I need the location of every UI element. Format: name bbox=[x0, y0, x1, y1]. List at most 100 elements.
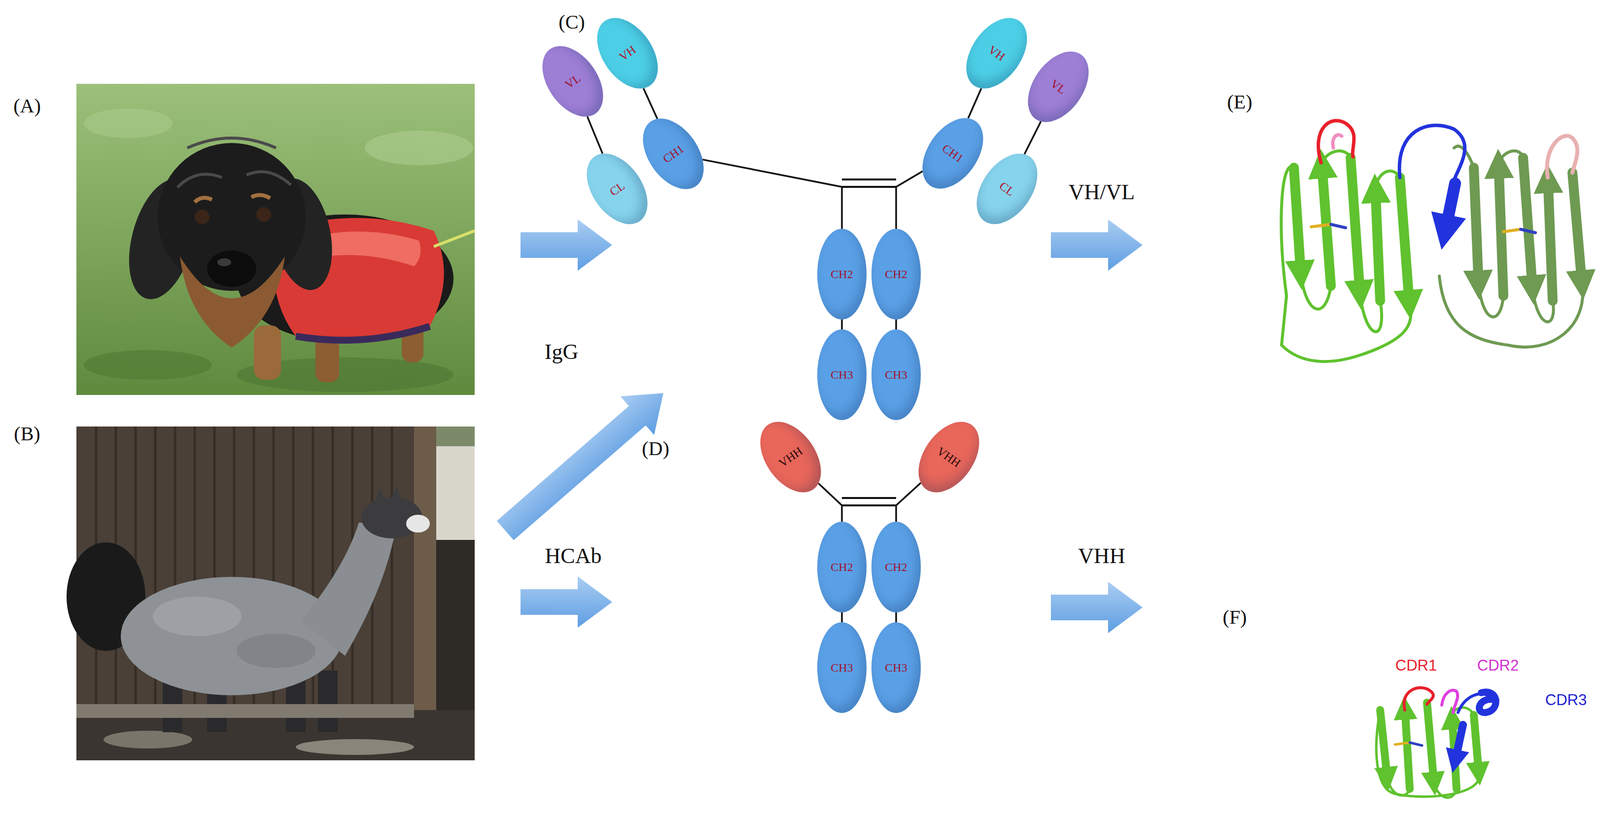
protein-ribbon bbox=[1394, 742, 1410, 745]
domain-label: CH3 bbox=[830, 661, 853, 674]
connector-line bbox=[840, 319, 843, 330]
panel-label: (E) bbox=[1226, 91, 1253, 113]
alpaca-photo bbox=[120, 576, 343, 696]
protein-ribbon bbox=[1330, 224, 1346, 228]
panel-label: (F) bbox=[1222, 606, 1248, 628]
cdr-label: CDR1 bbox=[1395, 657, 1437, 674]
alpaca-photo bbox=[406, 514, 430, 533]
panel-label: (A) bbox=[13, 95, 41, 117]
domain-label: CH2 bbox=[884, 560, 907, 573]
domain-label: VH bbox=[986, 43, 1008, 64]
dog-photo bbox=[433, 230, 475, 247]
protein-ribbon bbox=[1456, 724, 1463, 755]
dog-photo bbox=[194, 209, 210, 225]
panel-label: (D) bbox=[641, 437, 670, 460]
alpaca-photo bbox=[300, 522, 397, 656]
protein-ribbon bbox=[1546, 136, 1578, 178]
domain-ellipse: CH3 bbox=[817, 622, 867, 713]
alpaca-photo bbox=[76, 703, 415, 718]
domain-label: CH1 bbox=[660, 142, 687, 166]
protein-ribbon bbox=[1473, 714, 1479, 767]
domain-ellipse: CH3 bbox=[817, 329, 867, 420]
protein-ribbon bbox=[1473, 157, 1582, 301]
domain-ellipse: CH2 bbox=[817, 521, 867, 613]
block-arrow bbox=[488, 219, 1143, 633]
cdr-label: CDR2 bbox=[1477, 657, 1519, 674]
protein-ribbon bbox=[1311, 224, 1331, 227]
hinge-bar bbox=[841, 178, 897, 181]
protein-ribbon bbox=[1380, 709, 1387, 772]
protein-ribbon bbox=[1293, 167, 1301, 267]
protein-ribbon bbox=[1409, 742, 1423, 746]
protein-ribbon bbox=[1548, 187, 1553, 301]
protein-ribbon bbox=[1447, 183, 1456, 222]
dog-photo bbox=[256, 207, 272, 222]
connector-line bbox=[968, 88, 982, 119]
protein-ribbon bbox=[1403, 687, 1433, 710]
domain-label: VHH bbox=[776, 444, 805, 469]
alpaca-photo bbox=[295, 738, 415, 755]
protein-ribbon bbox=[1375, 197, 1381, 301]
protein-ribbon bbox=[1405, 714, 1410, 789]
dog-photo bbox=[76, 83, 475, 395]
domain-label: CH2 bbox=[884, 268, 907, 280]
protein-ribbon bbox=[1318, 120, 1355, 163]
alpaca-photo bbox=[66, 426, 475, 761]
protein-ribbon bbox=[1426, 702, 1434, 777]
domain-label: CL bbox=[997, 179, 1017, 198]
alpaca-photo bbox=[436, 426, 475, 540]
domain-label: CH2 bbox=[830, 268, 853, 280]
connector-line bbox=[895, 612, 898, 623]
protein-ribbon bbox=[1572, 172, 1582, 277]
domain-label: CH3 bbox=[884, 661, 907, 674]
connector-line bbox=[587, 116, 603, 154]
dog-photo bbox=[295, 326, 430, 341]
protein-ribbon bbox=[1441, 690, 1458, 713]
block-arrow bbox=[520, 219, 613, 271]
block-arrow bbox=[488, 373, 681, 550]
connector-line bbox=[896, 171, 923, 229]
protein-ribbon bbox=[1311, 224, 1536, 233]
connector-line bbox=[896, 482, 921, 522]
domain-ellipse: VH bbox=[953, 6, 1040, 100]
protein-ribbon bbox=[1520, 229, 1536, 233]
protein-ribbon bbox=[1439, 276, 1583, 348]
protein-ribbon bbox=[1498, 172, 1504, 296]
arrow-label: IgG bbox=[544, 340, 579, 364]
dog-photo bbox=[364, 130, 474, 166]
panel-label: (C) bbox=[558, 11, 585, 34]
dog-photo bbox=[253, 325, 281, 380]
protein-ribbon bbox=[1322, 172, 1331, 286]
arrow-label: HCAb bbox=[545, 544, 602, 568]
domain-label: CH3 bbox=[830, 368, 853, 381]
protein-ribbon bbox=[1479, 692, 1496, 713]
protein-ribbon bbox=[1281, 166, 1411, 362]
arrow-label: VH/VL bbox=[1068, 180, 1135, 205]
hinge-bar bbox=[841, 185, 897, 188]
dog-photo bbox=[177, 138, 291, 188]
domain-ellipse: CH2 bbox=[817, 228, 867, 320]
arrow-label: VHH bbox=[1078, 544, 1125, 568]
block-arrow bbox=[520, 576, 613, 628]
hinge-bar bbox=[841, 504, 897, 507]
domain-label: VHH bbox=[935, 444, 963, 469]
connector-line bbox=[895, 319, 898, 330]
protein-ribbon bbox=[1293, 157, 1409, 301]
domain-label: CH1 bbox=[940, 141, 966, 165]
protein-ribbon bbox=[1523, 157, 1532, 281]
connector-line bbox=[702, 159, 842, 229]
connector-line bbox=[818, 483, 842, 522]
domain-ellipse: VHH bbox=[747, 410, 834, 504]
domain-label: CL bbox=[607, 179, 627, 198]
dog-photo bbox=[76, 83, 475, 395]
alpaca-photo bbox=[436, 426, 475, 447]
dog-photo bbox=[194, 194, 271, 203]
alpaca-photo bbox=[317, 670, 338, 732]
hinge-bar bbox=[841, 496, 897, 499]
protein-ribbon bbox=[1503, 229, 1521, 232]
panel-label: (B) bbox=[13, 422, 40, 445]
domain-label: CH2 bbox=[830, 560, 853, 573]
connector-line bbox=[643, 88, 658, 119]
block-arrow bbox=[1050, 581, 1143, 633]
